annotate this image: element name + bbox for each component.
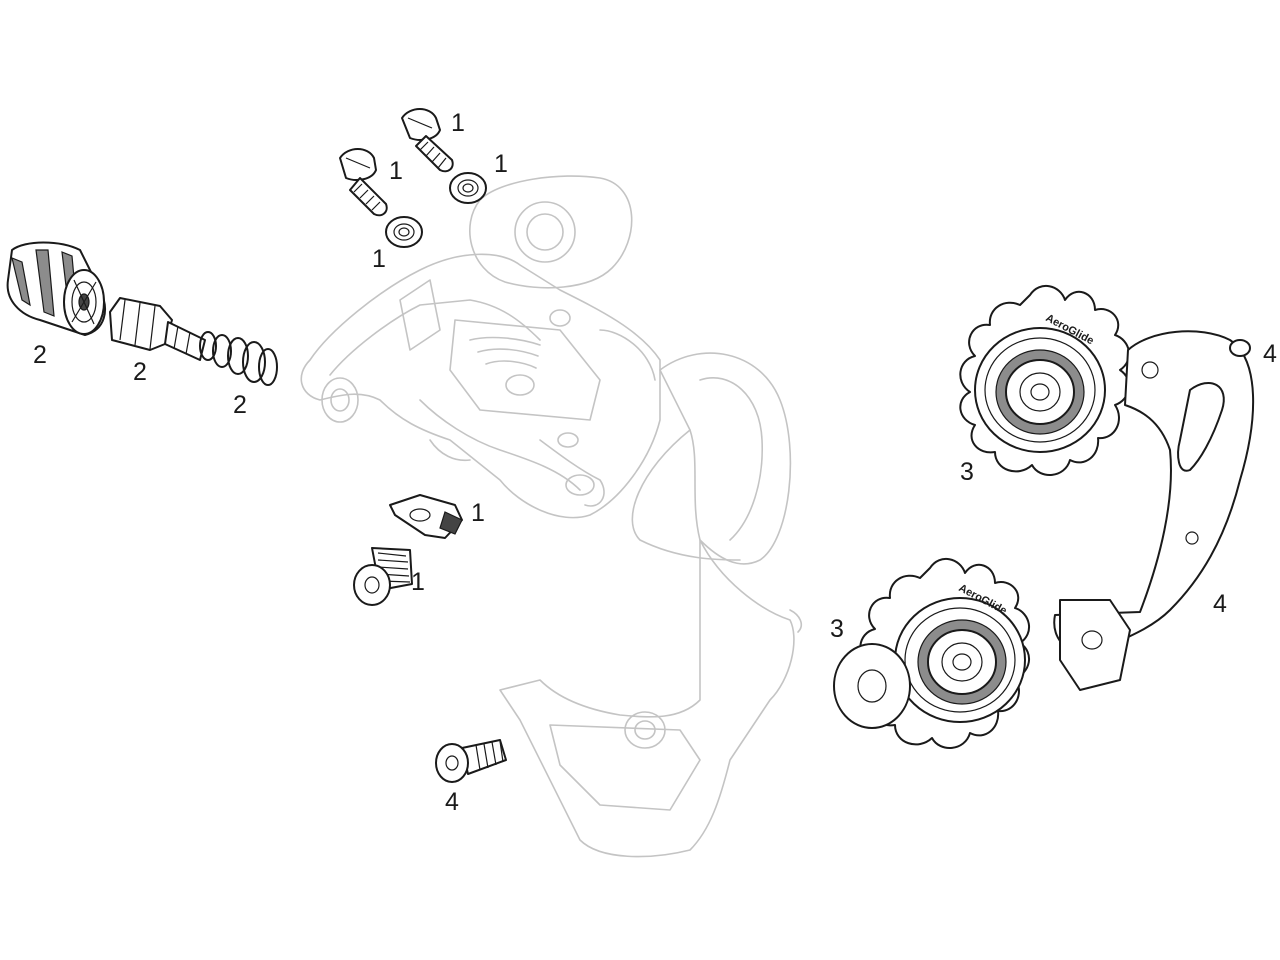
callout-1-anchor-plate: 1	[471, 499, 485, 527]
callout-4-plate: 4	[1213, 590, 1227, 618]
callout-4-plate-top: 4	[1263, 340, 1277, 368]
callout-2-knob: 2	[33, 341, 47, 369]
barrel-adjuster-knob	[6, 241, 106, 336]
barrel-adjuster-spring	[199, 331, 278, 386]
washer-lower	[385, 216, 423, 248]
callout-4-cage-bolt: 4	[445, 788, 459, 816]
callout-1-upper-screw: 1	[451, 109, 465, 137]
callout-2-body: 2	[133, 358, 147, 386]
derailleur-body-outline	[300, 175, 802, 858]
callout-labels: 1 1 1 1 1 1 2 2 2 3 3 4 4 4	[33, 109, 1277, 816]
washer-upper	[449, 172, 487, 204]
upper-pulley-wheel: AeroGlide	[959, 285, 1130, 476]
callout-3-lower-pulley: 3	[830, 615, 844, 643]
limit-screw-lower	[339, 148, 388, 217]
callout-1-upper-washer: 1	[494, 150, 508, 178]
barrel-adjuster-body	[109, 297, 206, 361]
callout-3-upper-pulley: 3	[960, 458, 974, 486]
callout-1-lower-washer: 1	[372, 245, 386, 273]
cable-anchor-bolt	[353, 547, 413, 606]
limit-screw-upper	[401, 108, 454, 173]
callout-1-anchor-bolt: 1	[411, 568, 425, 596]
callout-2-spring: 2	[233, 391, 247, 419]
outer-cage-plate	[1053, 330, 1255, 691]
cage-bolt	[435, 739, 507, 783]
callout-1-lower-screw: 1	[389, 157, 403, 185]
pulley-cover-washer	[833, 643, 911, 729]
cable-anchor-plate	[389, 494, 463, 539]
